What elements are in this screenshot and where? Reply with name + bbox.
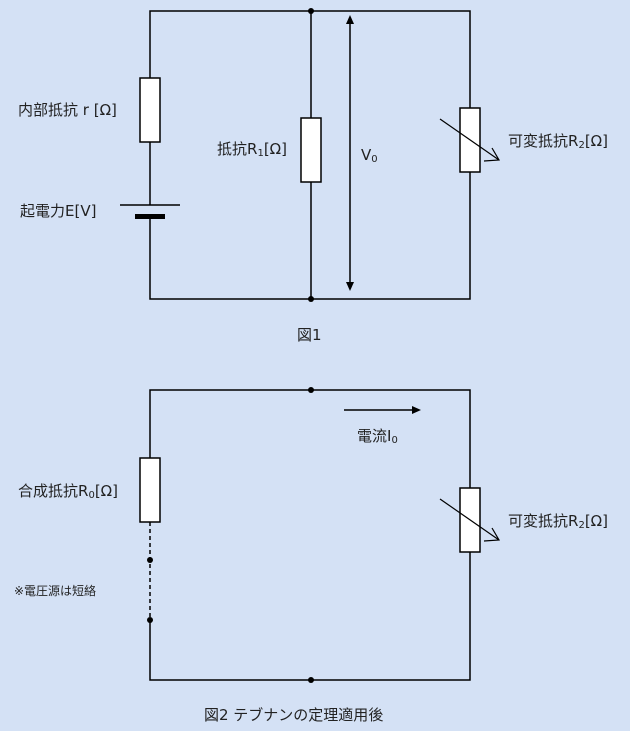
fig1-r2-variable-arrow xyxy=(439,118,500,161)
fig2-junction-top xyxy=(308,387,314,393)
fig2-r2-variable-arrow xyxy=(439,498,500,541)
label-unit: [Ω] xyxy=(263,140,287,158)
fig2-junction-bottom xyxy=(308,677,314,683)
label-text: 抵抗R xyxy=(217,140,258,158)
fig2-short-circuit-note: ※電圧源は短絡 xyxy=(14,584,97,598)
label-subscript: 2 xyxy=(578,520,585,531)
label-text: 内部抵抗 r xyxy=(18,101,94,119)
fig1-r2-label: 可変抵抗R2[Ω] xyxy=(508,132,608,155)
label-text: 可変抵抗R xyxy=(508,512,579,530)
label-text: 電流I xyxy=(357,427,392,445)
fig1-junction-bottom xyxy=(308,296,314,302)
fig2-r2-label: 可変抵抗R2[Ω] xyxy=(508,512,608,535)
fig1-junction-top xyxy=(308,8,314,14)
figure-1 xyxy=(120,8,501,302)
fig2-r0-label: 合成抵抗R0[Ω] xyxy=(18,482,118,505)
fig1-v0-arrowhead-up xyxy=(346,15,354,24)
fig2-short-node-bottom xyxy=(147,617,153,623)
label-subscript: 1 xyxy=(257,148,264,159)
label-text: V xyxy=(361,146,372,164)
fig2-short-node-top xyxy=(147,557,153,563)
fig2-r0-resistor xyxy=(139,457,161,523)
fig1-caption: 図1 xyxy=(297,326,322,344)
fig1-v0-label: V0 xyxy=(361,146,378,169)
fig1-r2-variable-arrowhead xyxy=(483,147,501,162)
label-unit: [Ω] xyxy=(94,482,118,500)
fig2-r2-variable-arrowhead xyxy=(483,527,501,542)
figure-2 xyxy=(139,387,501,683)
fig1-wire-right-lower xyxy=(149,172,471,300)
label-subscript: 0 xyxy=(88,490,95,501)
fig2-current-label: 電流I0 xyxy=(357,427,398,450)
fig1-emf-label: 起電力E[V] xyxy=(20,202,96,220)
label-text: 可変抵抗R xyxy=(508,132,579,150)
fig1-r1-resistor xyxy=(300,117,322,183)
fig1-internal-resistor xyxy=(139,77,161,143)
fig2-wire-top xyxy=(149,389,471,488)
fig1-battery-short-plate xyxy=(135,214,165,219)
label-subscript: 2 xyxy=(578,140,585,151)
label-unit: [Ω] xyxy=(584,132,608,150)
label-subscript: 0 xyxy=(371,154,378,165)
fig1-v0-arrowhead-down xyxy=(346,282,354,291)
fig2-current-arrowhead xyxy=(412,406,421,414)
fig1-internal-resistance-label: 内部抵抗 r [Ω] xyxy=(18,101,117,119)
label-subscript: 0 xyxy=(391,435,398,446)
label-unit: [Ω] xyxy=(93,101,117,119)
fig2-caption: 図2 テブナンの定理適用後 xyxy=(204,706,384,724)
label-unit: [V] xyxy=(74,202,97,220)
label-text: 起電力E xyxy=(20,202,75,220)
label-unit: [Ω] xyxy=(584,512,608,530)
fig1-wire-top xyxy=(149,10,471,108)
fig1-r1-label: 抵抗R1[Ω] xyxy=(217,140,287,163)
fig2-wire-bottom xyxy=(149,552,471,681)
label-text: 合成抵抗R xyxy=(18,482,89,500)
